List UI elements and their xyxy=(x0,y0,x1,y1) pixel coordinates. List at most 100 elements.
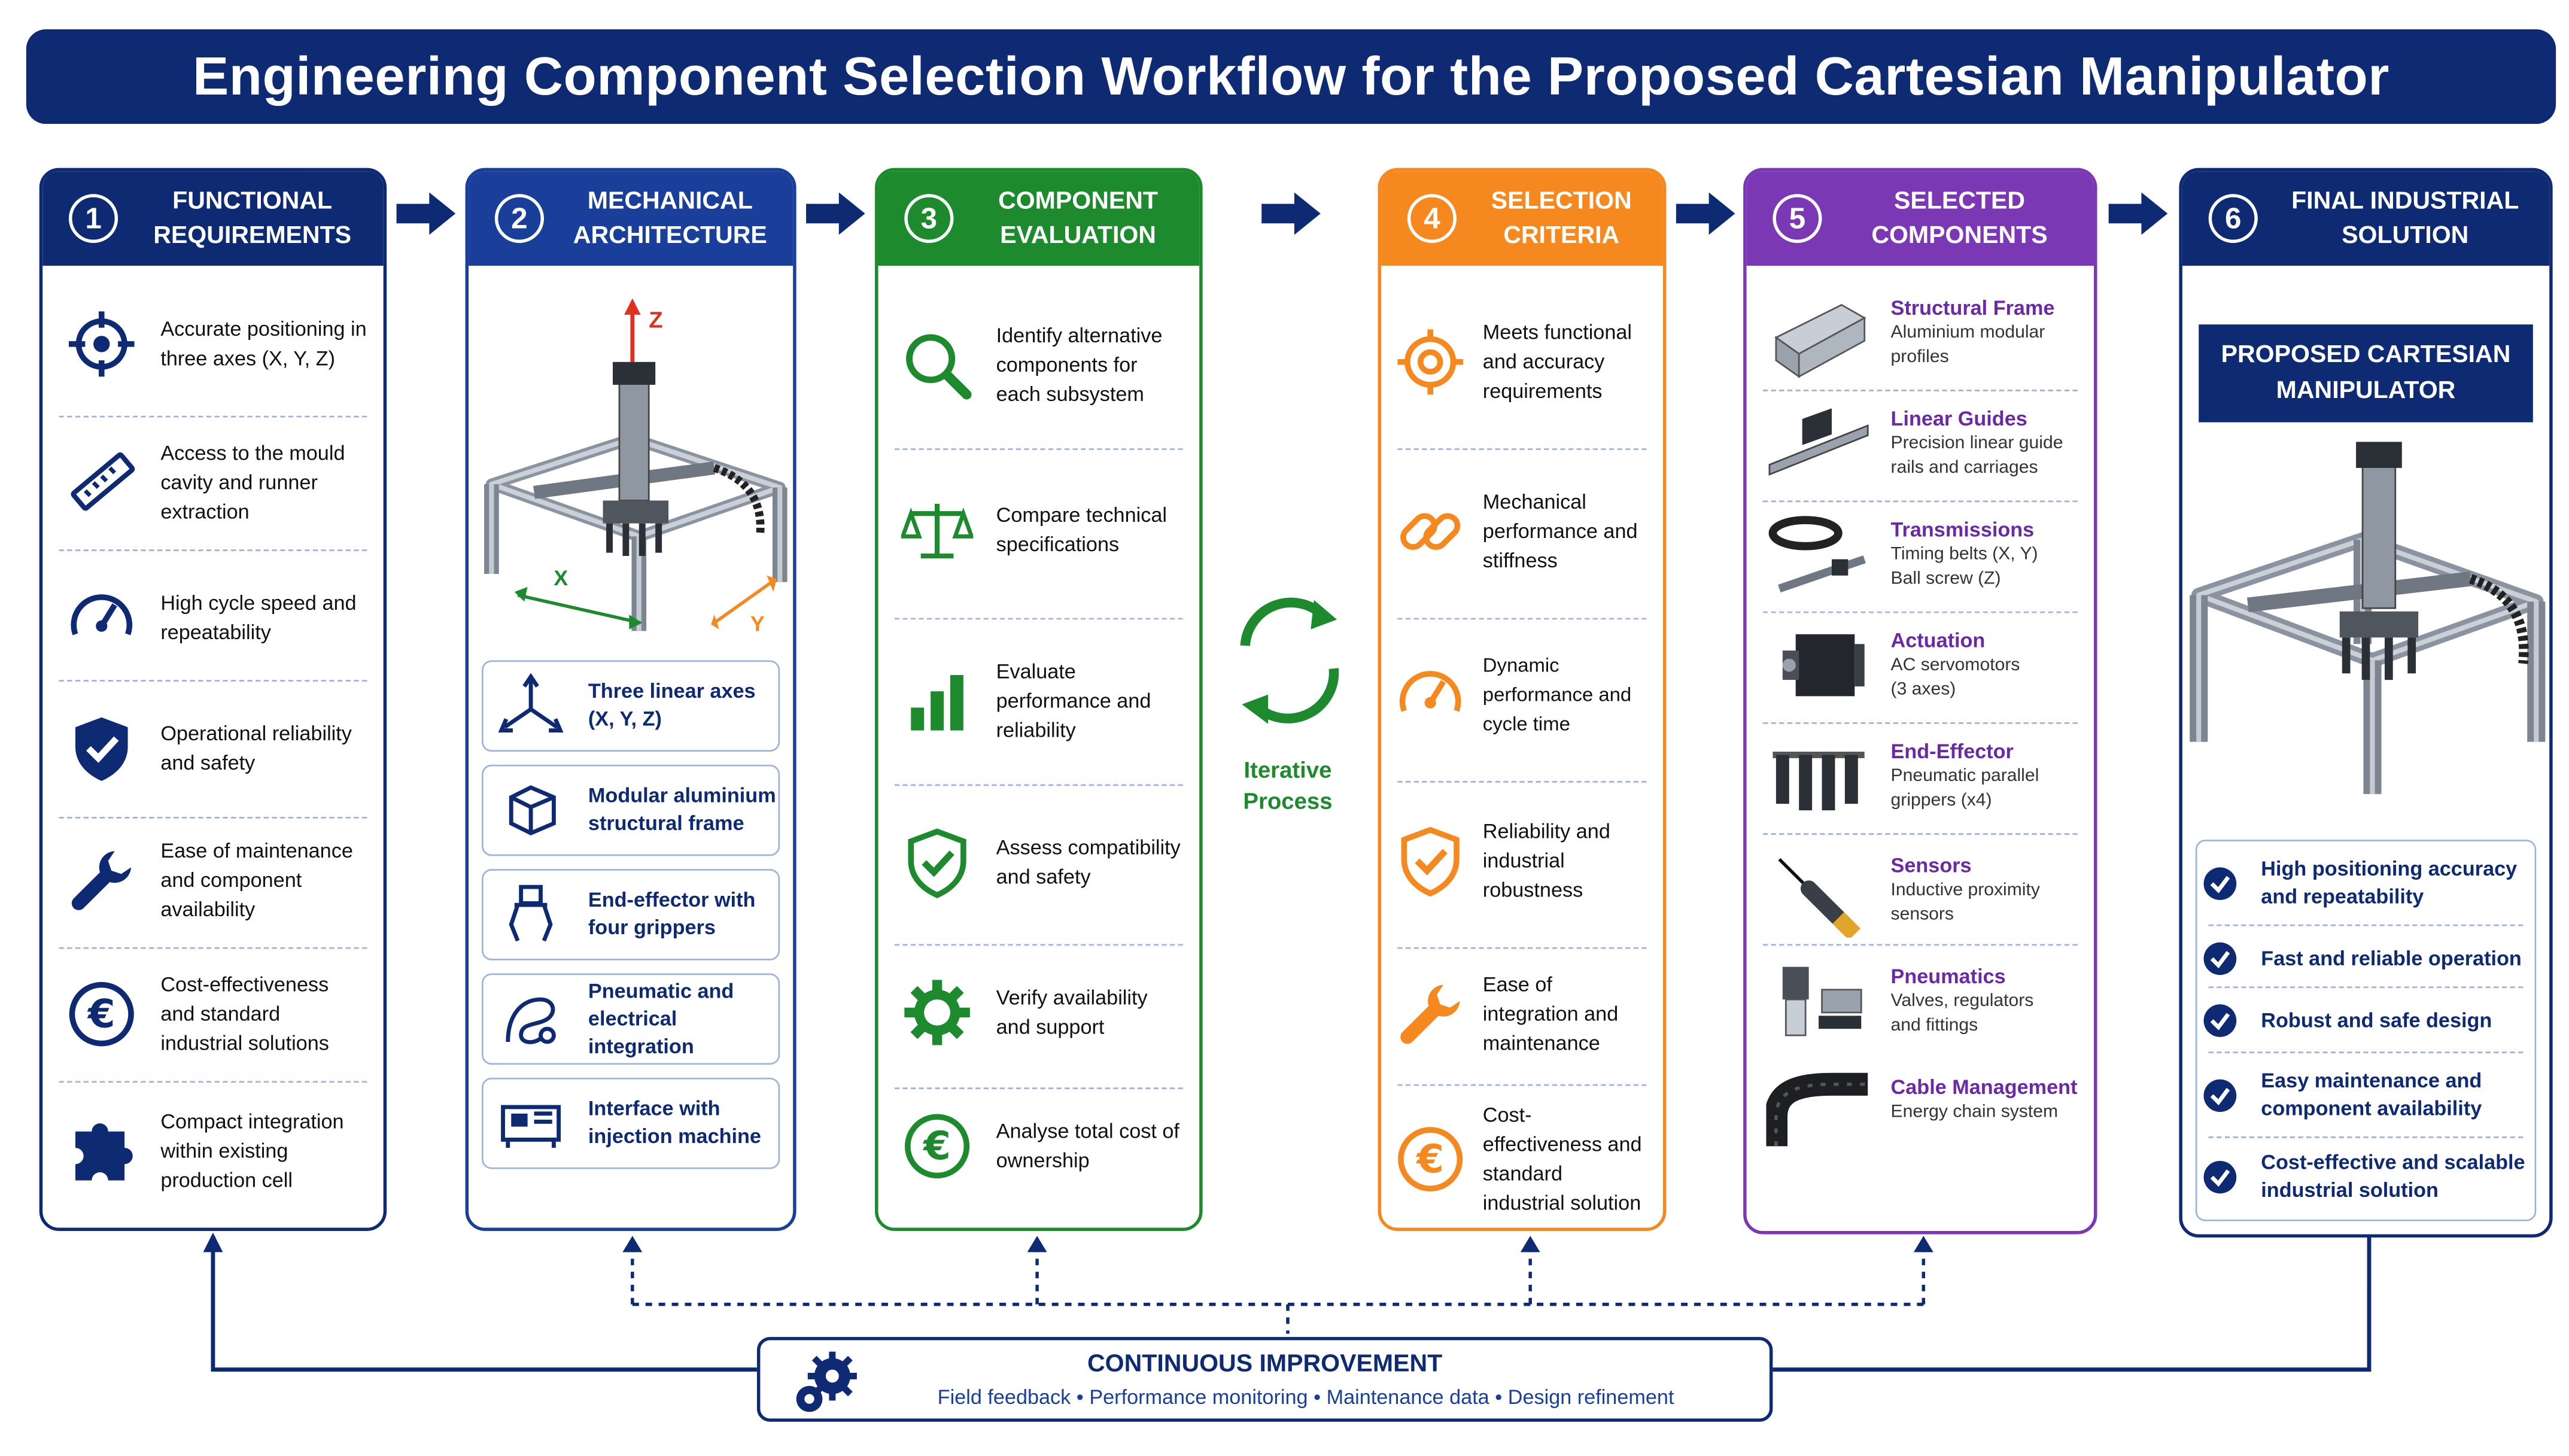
benefit-text: Robust and safe design xyxy=(2261,1008,2492,1032)
component-description: Pneumatic parallel grippers (x4) xyxy=(1890,766,2039,811)
gripper-icon xyxy=(493,877,568,952)
component-description: Inductive proximity sensors xyxy=(1890,880,2040,925)
feedback-loop-lines xyxy=(203,1232,2372,1372)
evaluation-text: Verify availability and support xyxy=(996,986,1148,1039)
euro-icon: € xyxy=(59,972,144,1057)
component-name: Pneumatics xyxy=(1890,965,2006,989)
column-selection-criteria: 4 SELECTION CRITERIA Meets functional an… xyxy=(1378,168,1667,1231)
criterion-item: Ease of integration and maintenance xyxy=(1388,970,1647,1058)
proximity-sensor-icon xyxy=(1760,843,1878,941)
euro-icon: € xyxy=(895,1104,980,1188)
column-final-industrial-solution: 6 FINAL INDUSTRIAL SOLUTION PROPOSED CAR… xyxy=(2179,168,2553,1238)
evaluation-text: Compare technical specifications xyxy=(996,503,1167,557)
architecture-card: Pneumatic and electrical integration xyxy=(481,973,780,1065)
shield-check-icon xyxy=(895,820,980,905)
speedometer-icon xyxy=(1388,652,1473,737)
axis-label-x: X xyxy=(554,566,568,590)
evaluation-item: Verify availability and support xyxy=(895,970,1183,1055)
column-mechanical-architecture: 2 MECHANICAL ARCHITECTURE Z X Y xyxy=(465,168,796,1231)
check-circle-icon xyxy=(2196,1003,2245,1039)
requirement-item: € Cost-effectiveness and standard indust… xyxy=(59,970,367,1058)
criterion-text: Dynamic performance and cycle time xyxy=(1482,653,1632,735)
step-number: 3 xyxy=(904,194,954,243)
card-text: Interface with injection machine xyxy=(588,1097,762,1148)
architecture-card: Three linear axes (X, Y, Z) xyxy=(481,660,780,752)
architecture-card: Interface with injection machine xyxy=(481,1077,780,1169)
criterion-text: Reliability and industrial robustness xyxy=(1482,820,1610,902)
check-circle-icon xyxy=(2196,866,2245,902)
column-header: 1 FUNCTIONAL REQUIREMENTS xyxy=(42,171,384,266)
column-header: 4 SELECTION CRITERIA xyxy=(1381,171,1663,266)
component-item: Actuation AC servomotors (3 axes) xyxy=(1760,618,2081,729)
architecture-card: Modular aluminium structural frame xyxy=(481,764,780,856)
benefit-text: Fast and reliable operation xyxy=(2261,946,2522,969)
benefit-item: High positioning accuracy and repeatabil… xyxy=(2196,856,2536,911)
cycle-arrows-icon xyxy=(1240,597,1339,724)
flow-arrow-1-2 xyxy=(396,192,456,235)
axes-icon xyxy=(493,668,568,743)
shield-check-icon xyxy=(59,706,144,791)
requirement-item: Operational reliability and safety xyxy=(59,706,367,791)
component-description: Aluminium modular profiles xyxy=(1890,323,2045,367)
ruler-icon xyxy=(59,440,144,525)
criterion-text: Cost-effectiveness and standard industri… xyxy=(1482,1104,1642,1215)
benefit-item: Robust and safe design xyxy=(2196,1003,2536,1039)
gear-icon xyxy=(895,970,980,1055)
flow-arrow-5-6 xyxy=(2108,192,2168,235)
bullet-separator: • xyxy=(1489,1385,1508,1409)
svg-text:€: € xyxy=(1415,1136,1444,1182)
check-circle-icon xyxy=(2196,1159,2245,1195)
flow-arrow-4-5 xyxy=(1676,192,1735,235)
benefits-box xyxy=(2195,840,2537,1221)
flow-arrow-3-4 xyxy=(1261,192,1321,235)
balance-icon xyxy=(895,488,980,573)
improvement-item: Field feedback xyxy=(937,1385,1071,1409)
aluminium-profile-icon xyxy=(1760,285,1878,383)
component-description: Valves, regulators and fittings xyxy=(1890,991,2034,1036)
target-icon xyxy=(59,302,144,387)
step-number: 4 xyxy=(1407,194,1457,243)
benefit-item: Cost-effective and scalable industrial s… xyxy=(2196,1150,2536,1205)
criterion-item: Dynamic performance and cycle time xyxy=(1388,651,1647,738)
requirement-text: Operational reliability and safety xyxy=(160,722,352,775)
improvement-item: Design refinement xyxy=(1507,1385,1674,1409)
column-header: 5 SELECTED COMPONENTS xyxy=(1746,171,2094,266)
iterative-label-line: Process xyxy=(1243,787,1333,814)
component-description: Timing belts (X, Y) Ball screw (Z) xyxy=(1890,544,2038,589)
component-name: Transmissions xyxy=(1890,518,2035,542)
component-name: Linear Guides xyxy=(1890,408,2027,431)
evaluation-item: Compare technical specifications xyxy=(895,488,1183,573)
criterion-text: Ease of integration and maintenance xyxy=(1482,973,1619,1055)
step-number: 1 xyxy=(68,194,118,243)
card-text: End-effector with four grippers xyxy=(588,888,756,940)
continuous-improvement-box: CONTINUOUS IMPROVEMENT Field feedback • … xyxy=(756,1337,1773,1422)
manipulator-illustration: Z X Y xyxy=(484,298,788,636)
column-title: MECHANICAL ARCHITECTURE xyxy=(573,187,767,250)
component-name: Actuation xyxy=(1890,629,1986,652)
component-name: Cable Management xyxy=(1890,1076,2078,1099)
step-number: 2 xyxy=(494,194,544,243)
column-header: 2 MECHANICAL ARCHITECTURE xyxy=(469,171,793,266)
column-component-evaluation: 3 COMPONENT EVALUATION Identify alternat… xyxy=(875,168,1203,1231)
requirement-text: High cycle speed and repeatability xyxy=(160,591,357,645)
column-title: SELECTION CRITERIA xyxy=(1491,187,1632,250)
column-title: FINAL INDUSTRIAL SOLUTION xyxy=(2291,187,2519,250)
bullet-separator: • xyxy=(1308,1385,1327,1409)
criterion-item: Reliability and industrial robustness xyxy=(1388,817,1647,905)
wrench-icon xyxy=(59,838,144,923)
column-title: FUNCTIONAL REQUIREMENTS xyxy=(153,187,352,250)
criterion-text: Mechanical performance and stiffness xyxy=(1482,491,1638,573)
shield-check-icon xyxy=(1388,819,1473,904)
step-number: 6 xyxy=(2208,194,2258,243)
requirement-text: Ease of maintenance and component availa… xyxy=(160,840,353,922)
component-description: AC servomotors (3 axes) xyxy=(1890,655,2020,700)
improvement-item: Performance monitoring xyxy=(1089,1385,1308,1409)
component-description: Precision linear guide rails and carriag… xyxy=(1890,433,2063,478)
solution-banner: PROPOSED CARTESIAN MANIPULATOR xyxy=(2199,324,2533,422)
requirement-item: Accurate positioning in three axes (X, Y… xyxy=(59,302,367,387)
